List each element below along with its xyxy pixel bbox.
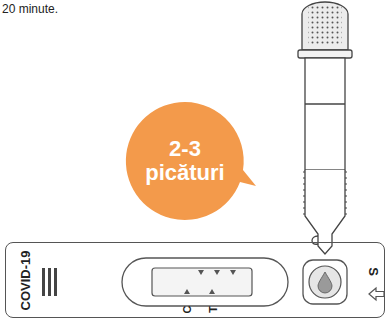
- cassette-body: [5, 242, 385, 318]
- sample-well-frame: [303, 260, 347, 304]
- control-line-label: C: [182, 305, 193, 313]
- barcode: [42, 268, 57, 296]
- sample-well: [309, 266, 341, 298]
- test-line-label: T: [207, 306, 218, 313]
- callout-bubble: 2-3 picături: [126, 102, 244, 220]
- drop: [318, 272, 332, 293]
- direction-arrow: [369, 288, 384, 300]
- product-name: COVID-19: [19, 250, 34, 310]
- sample-well-label: S: [366, 267, 379, 276]
- note-text: 20 minute.: [2, 3, 58, 15]
- dropper-tube: [298, 2, 352, 254]
- test-cassette: COVID-19: [5, 242, 385, 318]
- result-window: [122, 258, 288, 306]
- callout-text: 2-3 picături: [137, 137, 233, 185]
- marker-triangles: [184, 270, 236, 294]
- test-strip: [152, 268, 252, 296]
